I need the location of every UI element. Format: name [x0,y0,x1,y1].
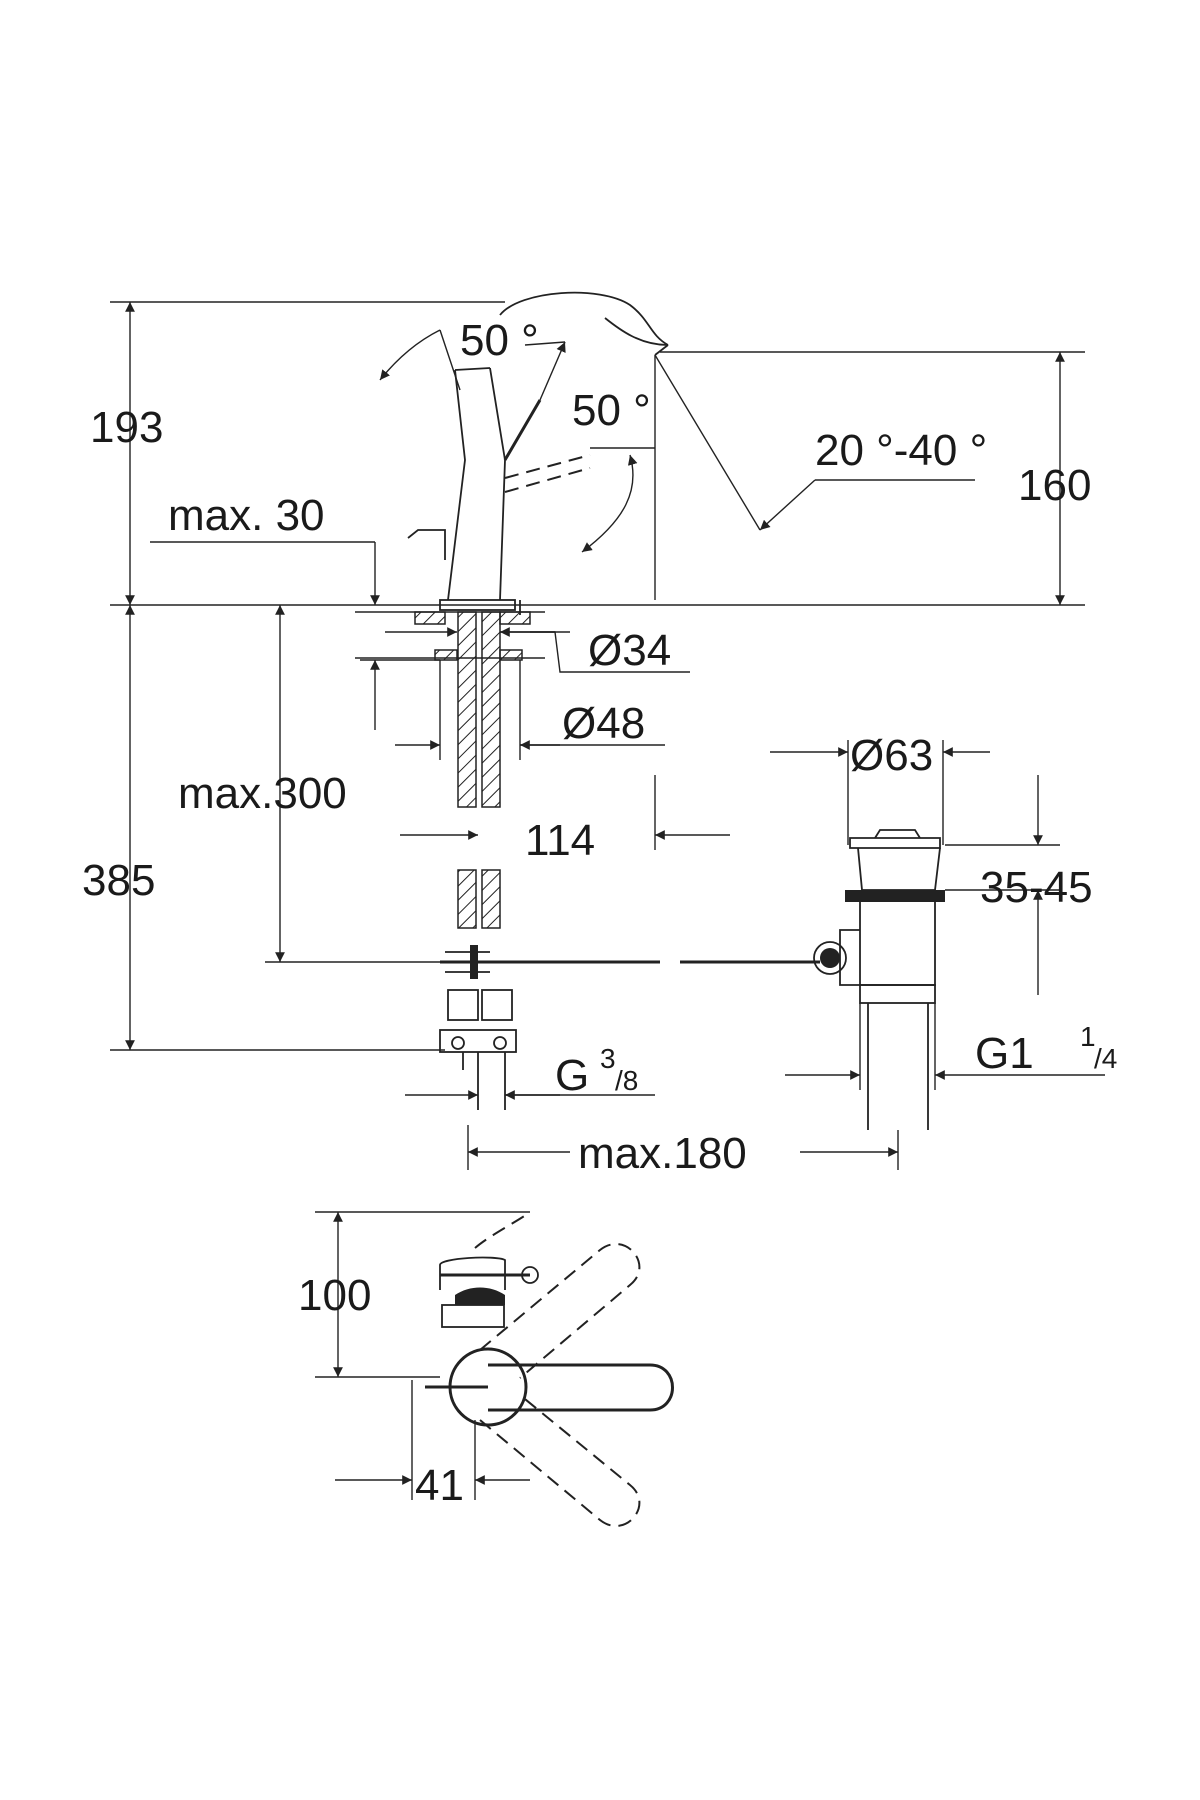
faucet-side-view [407,291,669,615]
label-193: 193 [90,403,163,452]
label-g38: G [555,1051,589,1100]
label-385: 385 [82,856,155,905]
label-d48: Ø48 [562,699,645,748]
lever [503,399,542,461]
dimension-labels: 193 50 ° 50 ° 20 °-40 ° 160 max. 30 Ø34 … [82,316,1117,1510]
label-g114-num: 1 [1080,1021,1096,1052]
label-max300: max.300 [178,769,347,818]
dimension-lines [110,302,1105,1170]
supply-hoses [439,611,517,1110]
waste-assembly [813,829,945,1130]
faucet-top-view [315,1211,674,1527]
label-g114: G1 [975,1029,1034,1078]
faucet-body-left [447,369,466,601]
spout-outline [499,291,669,346]
label-20-40: 20 °-40 ° [815,426,987,475]
label-max30: max. 30 [168,491,325,540]
label-g38-num: 3 [600,1043,616,1074]
label-160: 160 [1018,461,1091,510]
label-g38-den: /8 [615,1065,638,1096]
label-100: 100 [298,1271,371,1320]
popup-rod [440,945,820,979]
deck-section [355,611,545,661]
label-41: 41 [415,1461,464,1510]
label-d34: Ø34 [588,626,671,675]
faucet-body-right [489,367,506,601]
label-max180: max.180 [578,1129,747,1178]
label-g114-den: /4 [1094,1043,1117,1074]
label-35-45: 35-45 [980,863,1093,912]
label-50-top: 50 ° [460,316,539,365]
label-d63: Ø63 [850,731,933,780]
label-114: 114 [525,816,595,865]
label-50-side: 50 ° [572,386,651,435]
